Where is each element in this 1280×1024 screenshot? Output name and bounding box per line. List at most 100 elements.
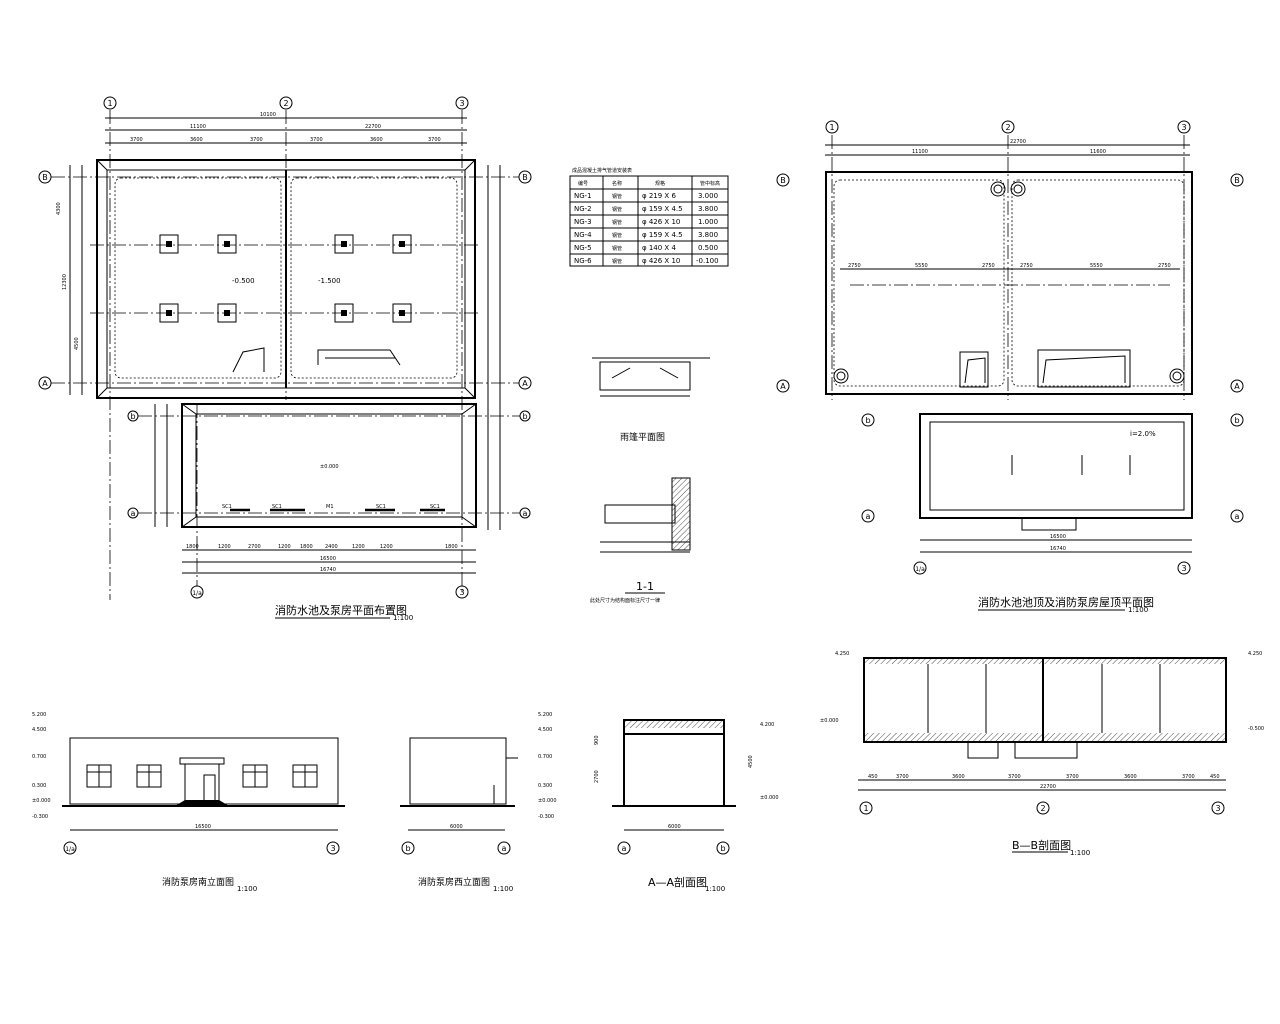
bb-level: 4.250 [835,651,849,657]
pool-pump-plan: 1 2 3 10100 11100 22700 3700 3600 3700 3… [38,96,532,622]
dim-seg: 2700 [248,544,261,550]
title-west: 消防泵房西立面图 [418,876,490,888]
roof-dim-left: 11100 [912,149,928,155]
roof-axis-3-bottom: 3 [1181,564,1186,573]
scale-west: 1:100 [493,885,513,893]
cell: 钢管 [612,193,622,200]
dim-seg: 1200 [380,544,393,550]
roof-seg: 2750 [848,263,861,269]
roof-dim-bottom: 16500 [1050,534,1066,540]
dim-seg: 1200 [218,544,231,550]
axis-label-3-bottom: 3 [459,588,464,597]
axis-label-A-right: A [522,379,528,388]
dim-seg: 3600 [370,137,383,143]
bb-seg: 450 [868,774,878,780]
roof-dim-total: 22700 [1010,139,1026,145]
note-section-11: 此处尺寸为结构面标注尺寸一律 [590,597,660,604]
pump-room-outline [181,403,477,528]
scale-bb: 1:100 [1070,849,1090,857]
cell: 1.000 [698,218,718,226]
title-section-bb: B—B剖面图 [1012,838,1071,852]
window-label: SC1 [376,504,386,510]
axis-label-B: B [42,173,48,182]
roof-axis-B: B [780,176,786,185]
dim-right: 22700 [365,124,381,130]
cell: φ 426 X 10 [642,257,680,265]
roof-axis-B-right: B [1234,176,1240,185]
west-elevation: 5.200 4.500 0.700 0.300 ±0.000 -0.300 60… [400,712,557,893]
dim-seg: 3700 [428,137,441,143]
cell: 钢管 [612,232,622,239]
axis-label-b: b [130,412,135,421]
bb-seg: 450 [1210,774,1220,780]
roof-seg: 5550 [1090,263,1103,269]
section-1-1: 1-1 此处尺寸为结构面标注尺寸一律 [590,477,691,604]
bb-seg: 3600 [952,774,965,780]
dim-side: 12300 [62,274,68,290]
south-axis-3: 3 [330,844,335,853]
bb-seg: 3700 [1066,774,1079,780]
aa-height: 900 [594,735,600,745]
roof-axis-a-right: a [1235,512,1240,521]
roof-axis-b-right: b [1234,416,1239,425]
roof-dim-right: 11600 [1090,149,1106,155]
south-elevation: 5.200 4.500 0.700 0.300 ±0.000 -0.300 16… [32,712,345,893]
cell: NG-3 [574,218,592,226]
roof-dim-total-bottom: 16740 [1050,546,1066,552]
axis-label-3: 3 [459,99,464,108]
cell: 3.800 [698,231,718,239]
columns [159,234,412,323]
south-level: 4.500 [32,727,46,733]
south-axis-1a: 1/a [65,846,75,853]
door-label: M1 [326,504,334,510]
west-level: 0.700 [538,754,552,760]
bb-level: -0.500 [1248,726,1264,732]
axis-label-B-right: B [522,173,528,182]
aa-axis-a: a [622,844,627,853]
bb-seg: 3600 [1124,774,1137,780]
title-plan: 消防水池及泵房平面布置图 [275,603,407,617]
dim-total: 10100 [260,112,276,118]
title-section-aa: A—A剖面图 [648,875,707,889]
bb-axis-2: 2 [1040,804,1045,813]
dim-seg: 2400 [325,544,338,550]
cell: 钢管 [612,206,622,213]
roof-axis-1: 1 [829,123,834,132]
roof-slope: i=2.0% [1130,430,1156,438]
section-aa: 4.200 ±0.000 4500 2700 900 6000 a b A—A剖… [594,719,779,893]
table-caption: 成品混凝土排气管道安装表 [572,167,632,174]
axis-label-A: A [42,379,48,388]
dim-seg: 3700 [310,137,323,143]
axis-label-a-right: a [523,509,528,518]
th-id: 编号 [578,180,588,187]
roof-seg: 2750 [982,263,995,269]
bb-seg: 3700 [896,774,909,780]
axis-label-b-right: b [522,412,527,421]
cell: φ 140 X 4 [642,244,676,252]
roof-seg: 2750 [1158,263,1171,269]
south-level: -0.300 [32,814,48,820]
aa-width: 6000 [668,824,681,830]
dim-seg: 1200 [352,544,365,550]
dim-mid: 16500 [320,556,336,562]
title-section-11: 1-1 [636,580,654,593]
bb-axis-3: 3 [1215,804,1220,813]
dim-side: 4300 [56,202,62,215]
cell: φ 219 X 6 [642,192,676,200]
west-level: -0.300 [538,814,554,820]
axis-label-a: a [131,509,136,518]
cell: NG-6 [574,257,592,265]
roof-axis-A: A [780,382,786,391]
aa-level: 4.200 [760,722,774,728]
cell: 钢管 [612,245,622,252]
title-roof: 消防水池池顶及消防泵房屋顶平面图 [978,595,1154,609]
dim-seg: 3700 [250,137,263,143]
cell: NG-5 [574,244,592,252]
dim-seg: 3700 [130,137,143,143]
roof-axis-A-right: A [1234,382,1240,391]
aa-height: 2700 [594,770,600,783]
axis-label-2: 2 [283,99,288,108]
th-name: 名称 [612,180,622,187]
section-bb: 4.250 ±0.000 -0.500 4.250 450 3700 3600 … [820,651,1264,857]
